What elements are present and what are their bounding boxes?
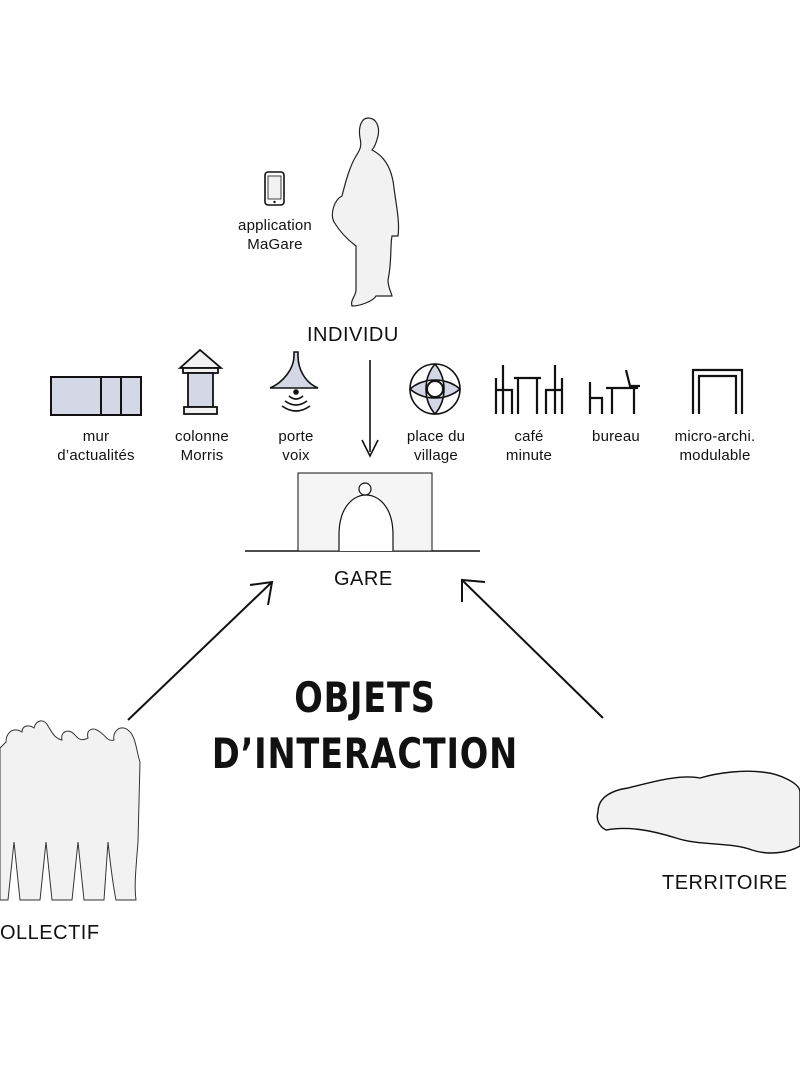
cafe-icon (494, 365, 564, 414)
territory-shape-icon (596, 770, 800, 854)
object-label-porte-voix: porte voix (278, 428, 314, 464)
village-square-icon (408, 362, 462, 416)
object-label-colonne: colonne Morris (175, 428, 229, 464)
arrow-collectif-to-gare (127, 580, 274, 721)
desk-icon (588, 369, 640, 414)
news-wall-icon (50, 376, 142, 416)
object-label-bureau: bureau (592, 428, 640, 445)
object-label-place: place du village (406, 428, 466, 464)
node-label-territoire: TERRITOIRE (662, 872, 788, 894)
app-label: application MaGare (215, 216, 335, 254)
individual-silhouette-icon (331, 117, 400, 307)
station-building-icon (245, 472, 480, 552)
node-label-gare: GARE (334, 568, 393, 590)
arrow-territoire-to-gare (461, 578, 604, 719)
app-label-line2: MaGare (247, 236, 303, 253)
title-line2: D’INTERACTION (211, 729, 519, 778)
megaphone-icon (269, 351, 319, 412)
node-label-collectif: OLLECTIF (0, 922, 100, 944)
diagram-title: OBJETS D’INTERACTION (205, 670, 525, 782)
object-label-mur: mur d’actualités (57, 428, 135, 464)
node-label-individu: INDIVIDU (307, 324, 399, 346)
phone-icon (264, 171, 285, 206)
modular-frame-icon (691, 368, 744, 414)
morris-column-icon (177, 348, 224, 415)
object-label-cafe: café minute (505, 428, 553, 464)
title-line1: OBJETS (294, 673, 436, 722)
object-label-micro-archi: micro-archi. modulable (674, 428, 756, 464)
app-label-line1: application (238, 217, 312, 234)
crowd-silhouette-icon (0, 720, 141, 901)
arrow-individu-to-gare (361, 360, 379, 458)
